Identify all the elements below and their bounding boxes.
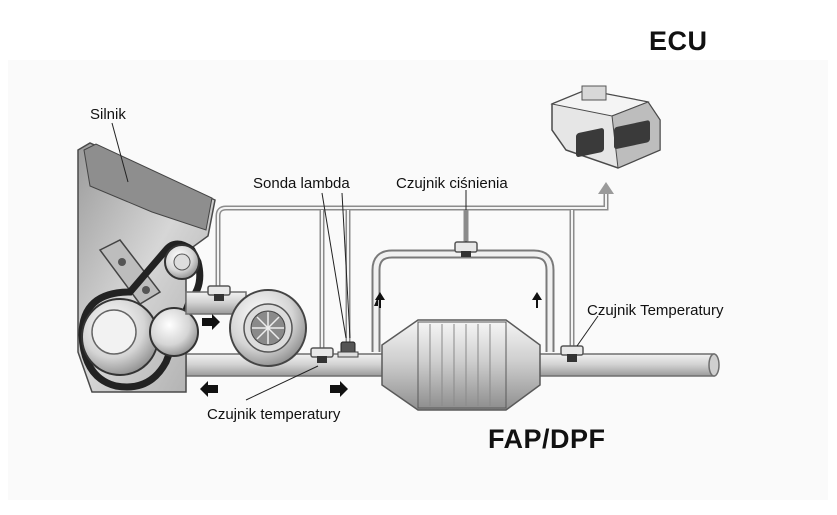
exhaust-pipe	[185, 353, 720, 377]
dpf-label: FAP/DPF	[488, 424, 606, 454]
temperature-sensor-turbo	[207, 285, 231, 301]
temperature-sensor-front-label: Czujnik temperatury	[207, 406, 341, 423]
temperature-sensor-rear-label: Czujnik Temperatury	[587, 302, 724, 319]
lambda-label: Sonda lambda	[253, 175, 350, 192]
flow-arrow-up-icon	[375, 292, 385, 308]
leader-lines	[111, 122, 599, 401]
engine-label: Silnik	[90, 106, 126, 123]
ecu-label: ECU	[649, 26, 708, 56]
flow-arrow-right-icon	[202, 314, 220, 330]
flow-arrow-right-icon	[330, 381, 348, 397]
flow-arrow-up-icon	[532, 292, 542, 308]
temperature-sensor-front	[310, 347, 334, 363]
turbocharger	[185, 289, 307, 367]
lambda-sensor	[337, 341, 359, 358]
arrow-up-icon	[598, 182, 614, 194]
belt-drive	[78, 240, 204, 391]
flow-arrow-left-icon	[200, 381, 218, 397]
pressure-sensor-label: Czujnik ciśnienia	[396, 175, 508, 192]
dpf-canister	[381, 319, 541, 411]
temperature-sensor-rear	[560, 345, 584, 362]
ecu-module	[550, 85, 661, 169]
